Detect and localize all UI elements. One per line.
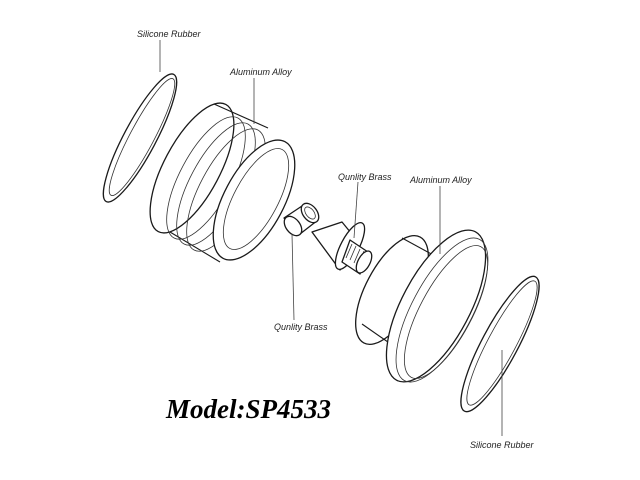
label-aluminum-alloy-bottom: Aluminum Alloy <box>409 175 472 185</box>
label-quality-brass-top: Qunlity Brass <box>338 172 392 182</box>
silicone-rubber-disc-bottom <box>460 275 540 413</box>
label-silicone-rubber-bottom: Silicone Rubber <box>470 440 535 450</box>
aluminum-alloy-base-bottom <box>355 229 489 383</box>
label-quality-brass-bottom: Qunlity Brass <box>274 322 328 332</box>
label-silicone-rubber-top: Silicone Rubber <box>137 29 202 39</box>
quality-brass-cone <box>311 221 373 275</box>
silicone-rubber-disc-top <box>102 73 178 203</box>
quality-brass-sleeve <box>283 202 320 237</box>
leader-lines <box>159 40 503 436</box>
aluminum-alloy-cup-top <box>149 102 296 263</box>
label-aluminum-alloy-top: Aluminum Alloy <box>229 67 292 77</box>
model-name: Model:SP4533 <box>165 394 331 424</box>
